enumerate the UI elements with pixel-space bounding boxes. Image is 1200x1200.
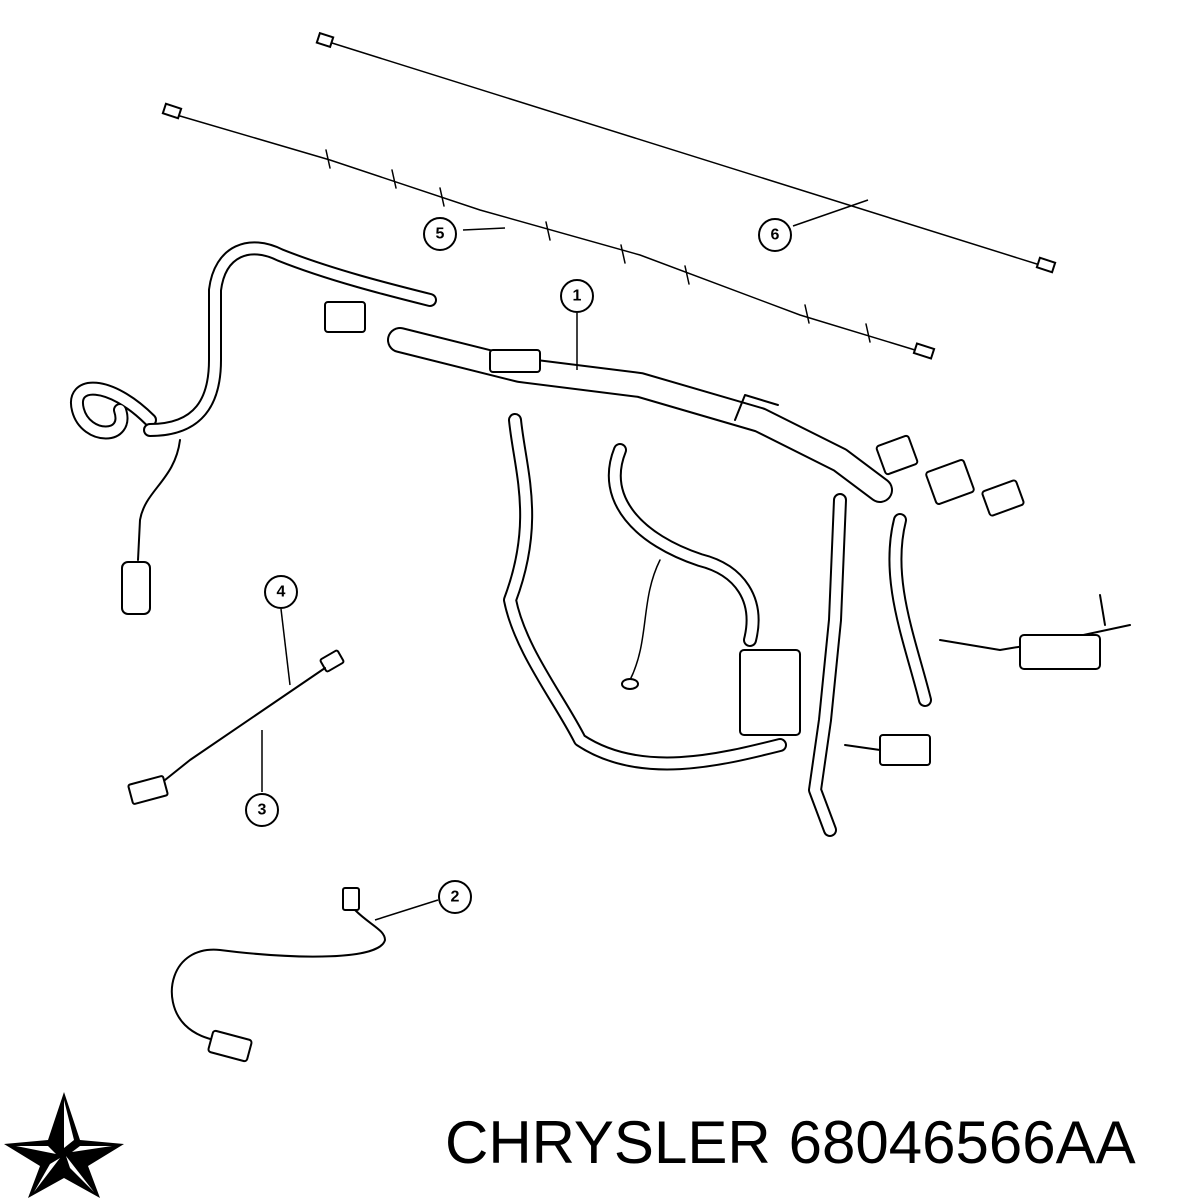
part-number: 68046566AA	[788, 1109, 1136, 1176]
main-harness-part-1	[70, 241, 1131, 837]
callout-2-label: 2	[451, 889, 460, 906]
callout-1-label: 1	[573, 288, 582, 305]
wire-part-2	[170, 887, 386, 1063]
brand-name: CHRYSLER	[445, 1109, 771, 1176]
callout-4-label: 4	[277, 584, 286, 601]
jumper-wire-part-3-4	[127, 649, 345, 805]
callout-6: 6	[758, 218, 792, 252]
callout-6-label: 6	[771, 227, 780, 244]
callout-5-label: 5	[436, 226, 445, 243]
wire-part-5	[161, 102, 936, 360]
callout-3-label: 3	[258, 802, 267, 819]
callout-3: 3	[245, 793, 279, 827]
chrysler-pentastar-icon	[4, 1092, 124, 1198]
callout-2: 2	[438, 880, 472, 914]
wire-part-6	[315, 31, 1057, 274]
footer-caption: CHRYSLER 68046566AA	[445, 1110, 1195, 1176]
callout-4: 4	[264, 575, 298, 609]
leader-lines	[261, 199, 869, 921]
callout-5: 5	[423, 217, 457, 251]
callout-1: 1	[560, 279, 594, 313]
